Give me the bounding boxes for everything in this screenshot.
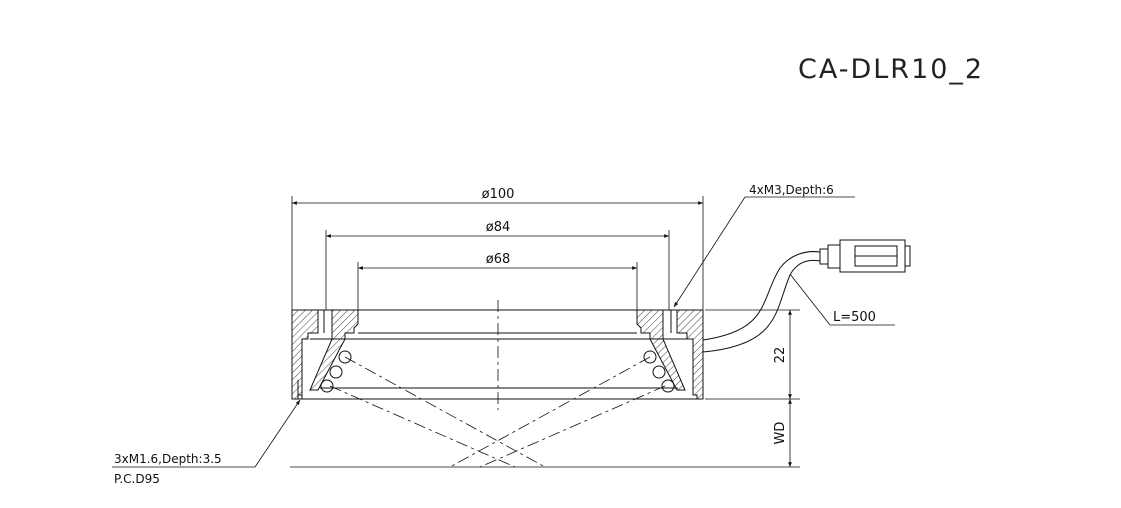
dimension-middle-diameter: ø84 bbox=[325, 220, 670, 310]
working-distance-label: WD bbox=[773, 422, 788, 445]
callout-top-holes: 4xM3,Depth:6 bbox=[673, 183, 855, 308]
callout-cable-length: L=500 bbox=[789, 273, 895, 326]
dimension-outer-diameter: ø100 bbox=[291, 187, 704, 310]
pitch-circle-label: P.C.D95 bbox=[114, 472, 160, 486]
dimension-inner-diameter: ø68 bbox=[357, 252, 638, 310]
ring-light-section bbox=[291, 300, 704, 410]
dimension-height: 22 bbox=[705, 309, 800, 400]
callout-bottom-holes: 3xM1.6,Depth:3.5 P.C.D95 bbox=[112, 399, 301, 486]
inner-diameter-label: ø68 bbox=[486, 252, 511, 267]
light-beams bbox=[329, 356, 666, 468]
drawing-title: CA-DLR10_2 bbox=[798, 54, 984, 85]
bottom-holes-label: 3xM1.6,Depth:3.5 bbox=[114, 452, 222, 466]
height-label: 22 bbox=[773, 347, 788, 364]
dimension-working-distance: WD bbox=[773, 399, 792, 467]
cable-length-label: L=500 bbox=[833, 310, 876, 325]
middle-diameter-label: ø84 bbox=[486, 220, 511, 235]
cable-connector bbox=[702, 239, 911, 353]
outer-diameter-label: ø100 bbox=[482, 187, 515, 202]
top-holes-label: 4xM3,Depth:6 bbox=[749, 183, 834, 197]
